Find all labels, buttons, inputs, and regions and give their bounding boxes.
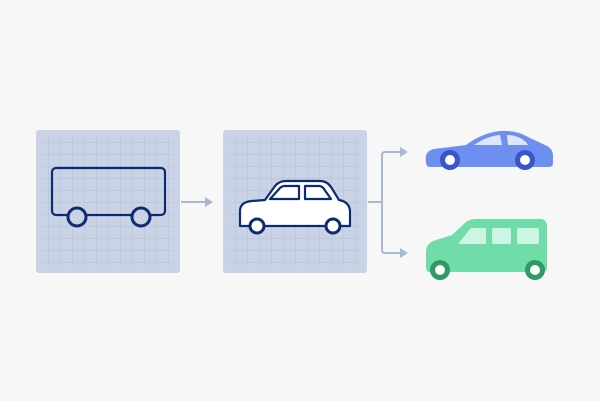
box-body-sketch-icon [50,166,167,228]
sports-car-icon [425,130,553,170]
panel-grid [42,136,174,267]
arrow-stage1-to-stage2 [181,197,213,207]
minivan-icon [426,219,547,280]
sedan-sketch-icon [238,179,352,235]
arrowhead-to-minivan [400,248,408,258]
arrow-branch [368,151,402,254]
arrowhead-to-sports-car [400,147,408,157]
stage-panel-box-sketch [36,130,180,273]
stage-panel-sedan-sketch [223,130,367,273]
